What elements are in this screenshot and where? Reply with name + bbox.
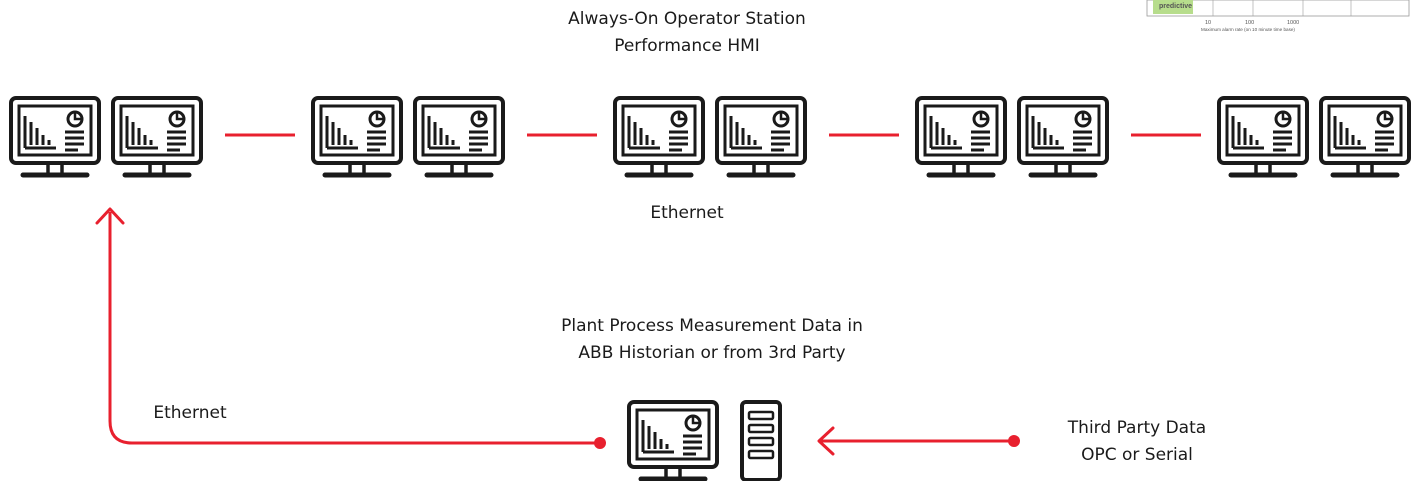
third-party-label-line2: OPC or Serial xyxy=(1081,445,1193,465)
inset-axis-label: Maximum alarm rate (on 10 minute time ba… xyxy=(1201,27,1295,32)
arrow-up-icon xyxy=(95,207,125,225)
monitor-icon xyxy=(1321,98,1409,175)
monitor-icon xyxy=(917,98,1005,175)
operator-station-label-line2: Performance HMI xyxy=(614,36,760,56)
third-party-label-line1: Third Party Data xyxy=(1067,418,1207,438)
ethernet-top-label: Ethernet xyxy=(617,200,757,227)
historian-ethernet-path xyxy=(108,212,600,445)
ethernet-left-label-text: Ethernet xyxy=(153,403,227,423)
third-party-label: Third Party Data OPC or Serial xyxy=(1027,415,1247,469)
operator-station-label: Always-On Operator Station Performance H… xyxy=(537,6,837,60)
monitor-icon xyxy=(415,98,503,175)
monitor-icon xyxy=(1019,98,1107,175)
monitor-icon xyxy=(313,98,401,175)
historian-monitor-icon xyxy=(629,402,717,479)
historian-label-line1: Plant Process Measurement Data in xyxy=(561,316,863,336)
monitor-icon xyxy=(717,98,805,175)
historian-label: Plant Process Measurement Data in ABB Hi… xyxy=(512,313,912,367)
monitor-icon xyxy=(11,98,99,175)
connection-dot xyxy=(1008,435,1020,447)
server-tower-icon xyxy=(740,400,782,481)
inset-chart-region xyxy=(1153,0,1193,14)
monitor-icon xyxy=(615,98,703,175)
inset-tick-label: 100 xyxy=(1245,20,1254,26)
inset-tick-label: 10 xyxy=(1205,20,1211,26)
historian-label-line2: ABB Historian or from 3rd Party xyxy=(578,343,846,363)
connection-dot xyxy=(594,437,606,449)
inset-tick-label: 1000 xyxy=(1287,20,1299,26)
arrow-left-icon xyxy=(817,426,835,456)
inset-chart: predictive 10 100 1000 Maximum alarm rat… xyxy=(1133,0,1424,38)
operator-station-label-line1: Always-On Operator Station xyxy=(568,9,806,29)
monitor-icon xyxy=(113,98,201,175)
inset-chart-region-label: predictive xyxy=(1159,3,1192,10)
monitor-icon xyxy=(1219,98,1307,175)
ethernet-top-label-text: Ethernet xyxy=(650,203,724,223)
ethernet-left-label: Ethernet xyxy=(130,400,250,427)
